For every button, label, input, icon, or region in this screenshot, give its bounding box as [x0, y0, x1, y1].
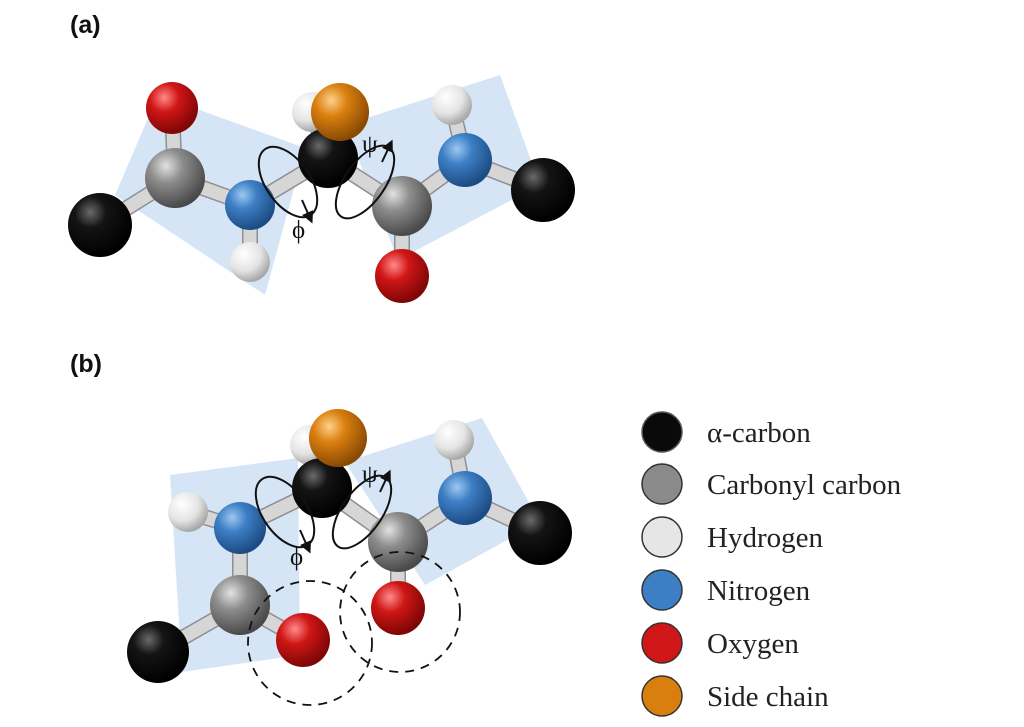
- legend-label: Nitrogen: [707, 575, 811, 607]
- steric-radius-circle: [339, 551, 461, 673]
- phi-label: ϕ: [290, 544, 303, 571]
- psi-label: ψ: [362, 131, 378, 158]
- legend-item-nitrogen: Nitrogen: [641, 569, 811, 611]
- phi-rotation: [257, 145, 319, 224]
- legend-label: Side chain: [707, 681, 829, 713]
- alpha-carbon-atom: [68, 193, 132, 257]
- legend-swatch: [641, 569, 683, 611]
- nitrogen-atom: [225, 180, 275, 230]
- panel-a-label: (a): [70, 11, 101, 39]
- oxygen-atom: [375, 249, 429, 303]
- panel-b: (b): [70, 350, 572, 706]
- oxygen-atom: [146, 82, 198, 134]
- psi-rotation: [334, 139, 396, 220]
- hydrogen-atom: [432, 85, 472, 125]
- panel-a: (a): [68, 11, 575, 303]
- carbonyl-carbon-atom: [368, 512, 428, 572]
- phi-rotation: [254, 475, 316, 554]
- nitrogen-atom: [438, 133, 492, 187]
- oxygen-atom: [371, 581, 425, 635]
- alpha-carbon-atom: [511, 158, 575, 222]
- psi-rotation: [331, 469, 393, 550]
- alpha-carbon-atom: [298, 128, 358, 188]
- alpha-carbon-atom: [508, 501, 572, 565]
- side-chain-atom: [309, 409, 367, 467]
- carbonyl-carbon-atom: [372, 176, 432, 236]
- legend-swatch: [641, 463, 683, 505]
- legend-item-oxygen: Oxygen: [641, 622, 799, 664]
- alpha-carbon-atom: [292, 458, 352, 518]
- legend-swatch: [641, 516, 683, 558]
- legend-item-carbonyl-carbon: Carbonyl carbon: [641, 463, 902, 505]
- legend-label: Oxygen: [707, 628, 799, 660]
- alpha-carbon-atom: [127, 621, 189, 683]
- psi-label: ψ: [362, 461, 378, 488]
- legend-swatch: [641, 411, 683, 453]
- legend-swatch: [641, 622, 683, 664]
- carbonyl-carbon-atom: [145, 148, 205, 208]
- legend-label: Carbonyl carbon: [707, 469, 902, 501]
- legend-label: Hydrogen: [707, 522, 823, 554]
- legend: α-carbon Carbonyl carbon Hydrogen Nitrog…: [641, 411, 902, 717]
- steric-radius-circle: [247, 580, 373, 706]
- hydrogen-atom: [230, 242, 270, 282]
- oxygen-atom: [276, 613, 330, 667]
- atoms-b: [127, 409, 572, 683]
- nitrogen-atom: [214, 502, 266, 554]
- nitrogen-atom: [438, 471, 492, 525]
- legend-swatch: [641, 675, 683, 717]
- panel-b-label: (b): [70, 350, 102, 378]
- legend-item-side-chain: Side chain: [641, 675, 829, 717]
- phi-label: ϕ: [292, 217, 305, 244]
- hydrogen-atom: [434, 420, 474, 460]
- legend-label: α-carbon: [707, 417, 811, 449]
- atoms-a: [68, 82, 575, 303]
- hydrogen-atom: [168, 492, 208, 532]
- side-chain-atom: [311, 83, 369, 141]
- legend-item-alpha-carbon: α-carbon: [641, 411, 811, 453]
- carbonyl-carbon-atom: [210, 575, 270, 635]
- legend-item-hydrogen: Hydrogen: [641, 516, 823, 558]
